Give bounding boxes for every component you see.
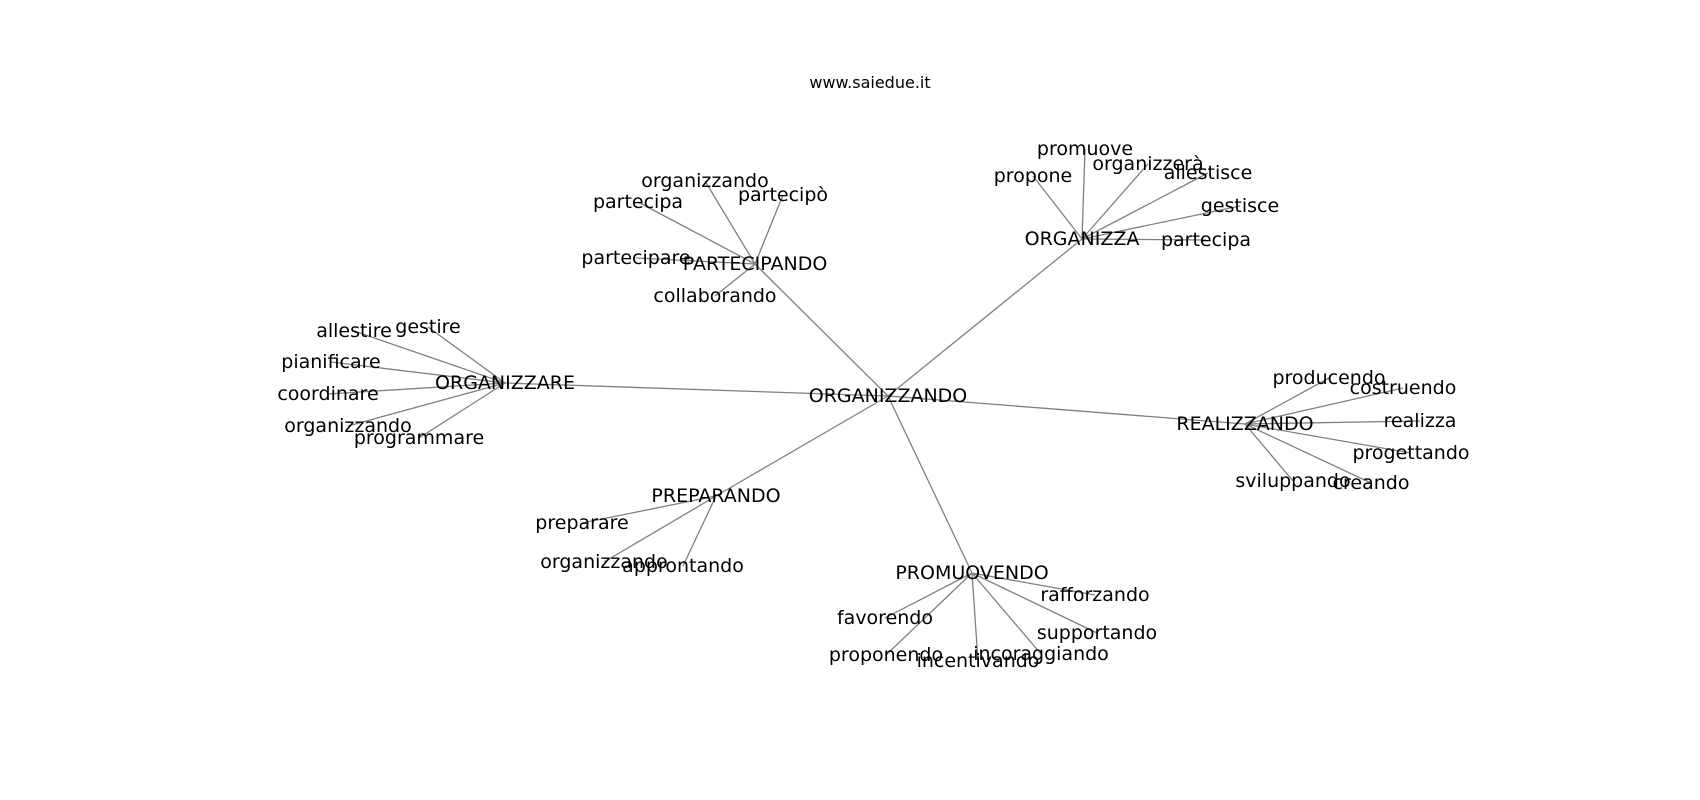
leaf-node: realizza: [1384, 410, 1457, 432]
leaf-node: creando: [1333, 472, 1410, 494]
edge-branch-leaf: [971, 572, 1042, 655]
leaf-node: programmare: [354, 427, 484, 449]
edge-branch-leaf: [1081, 163, 1149, 240]
leaf-node: progettando: [1352, 442, 1469, 464]
edge-root-branch: [504, 382, 889, 397]
edge-branch-leaf: [885, 572, 973, 656]
leaf-node: organizzando: [641, 170, 768, 192]
edge-branch-leaf: [682, 495, 717, 567]
root-node: ORGANIZZANDO: [809, 385, 968, 407]
leaf-node: producendo: [1272, 367, 1385, 389]
leaf-node: allestire: [316, 320, 392, 342]
leaf-node: preparare: [535, 512, 628, 534]
labels-layer: ORGANIZZANDOPARTECIPANDOorganizzandopart…: [277, 138, 1469, 672]
leaf-node: incentivando: [917, 650, 1040, 672]
edge-branch-leaf: [353, 330, 506, 384]
leaf-node: organizzerà: [1092, 153, 1203, 175]
edge-root-branch: [887, 395, 1246, 425]
branch-node: PARTECIPANDO: [683, 253, 828, 275]
edge-branch-leaf: [754, 194, 784, 265]
leaf-node: partecipa: [593, 191, 683, 213]
edge-branch-leaf: [1081, 172, 1209, 240]
edge-branch-leaf: [1244, 387, 1404, 425]
edge-branch-leaf: [581, 495, 717, 524]
leaf-node: collaborando: [653, 285, 776, 307]
branch-node: PREPARANDO: [651, 485, 780, 507]
edge-branch-leaf: [603, 495, 717, 563]
branch-node: ORGANIZZA: [1025, 228, 1140, 250]
branch-node: REALIZZANDO: [1176, 413, 1313, 435]
edge-branch-leaf: [1244, 423, 1372, 484]
edge-branch-leaf: [637, 201, 756, 265]
edge-root-branch: [887, 395, 973, 574]
leaf-node: gestire: [395, 316, 460, 338]
edge-branch-leaf: [714, 263, 756, 297]
edge-branch-leaf: [1244, 420, 1421, 425]
leaf-node: incoraggiando: [973, 643, 1109, 665]
edge-branch-leaf: [1244, 423, 1294, 482]
leaf-node: favorendo: [837, 607, 933, 629]
leaf-node: supportando: [1037, 622, 1157, 644]
leaf-node: proponendo: [829, 644, 943, 666]
edge-root-branch: [887, 238, 1083, 397]
leaf-node: gestisce: [1201, 195, 1279, 217]
leaf-node: approntando: [622, 555, 744, 577]
leaf-node: pianificare: [281, 351, 380, 373]
leaf-node: promuove: [1037, 138, 1133, 160]
edge-branch-leaf: [635, 257, 756, 265]
edge-root-branch: [715, 395, 889, 497]
edge-branch-leaf: [884, 572, 973, 619]
leaf-node: partecipare: [581, 247, 690, 269]
leaf-node: rafforzando: [1040, 584, 1149, 606]
edge-branch-leaf: [1081, 148, 1086, 240]
edge-branch-leaf: [1244, 377, 1330, 425]
leaf-node: partecipa: [1161, 229, 1251, 251]
edge-branch-leaf: [347, 382, 506, 427]
edge-branch-leaf: [1244, 423, 1412, 454]
leaf-node: coordinare: [277, 383, 378, 405]
edge-branch-leaf: [327, 382, 506, 395]
edge-branch-leaf: [1081, 205, 1241, 240]
branch-node: ORGANIZZARE: [435, 372, 575, 394]
edges-layer: [327, 148, 1421, 662]
leaf-node: organizzando: [540, 551, 667, 573]
leaf-node: organizzando: [284, 415, 411, 437]
edge-branch-leaf: [418, 382, 506, 439]
edge-branch-leaf: [971, 572, 1098, 634]
branch-node: PROMUOVENDO: [895, 562, 1048, 584]
leaf-node: allestisce: [1164, 162, 1253, 184]
edge-branch-leaf: [330, 361, 506, 384]
site-label: www.saiedue.it: [809, 73, 930, 92]
edge-branch-leaf: [1081, 238, 1207, 241]
edge-branch-leaf: [427, 326, 506, 384]
leaf-node: partecipò: [738, 184, 828, 206]
edge-root-branch: [754, 263, 889, 397]
edge-branch-leaf: [971, 572, 979, 662]
edge-branch-leaf: [1032, 175, 1083, 240]
leaf-node: costruendo: [1350, 377, 1457, 399]
leaf-node: sviluppando: [1235, 470, 1350, 492]
leaf-node: propone: [994, 165, 1073, 187]
edge-branch-leaf: [971, 572, 1096, 596]
edge-branch-leaf: [704, 180, 756, 265]
